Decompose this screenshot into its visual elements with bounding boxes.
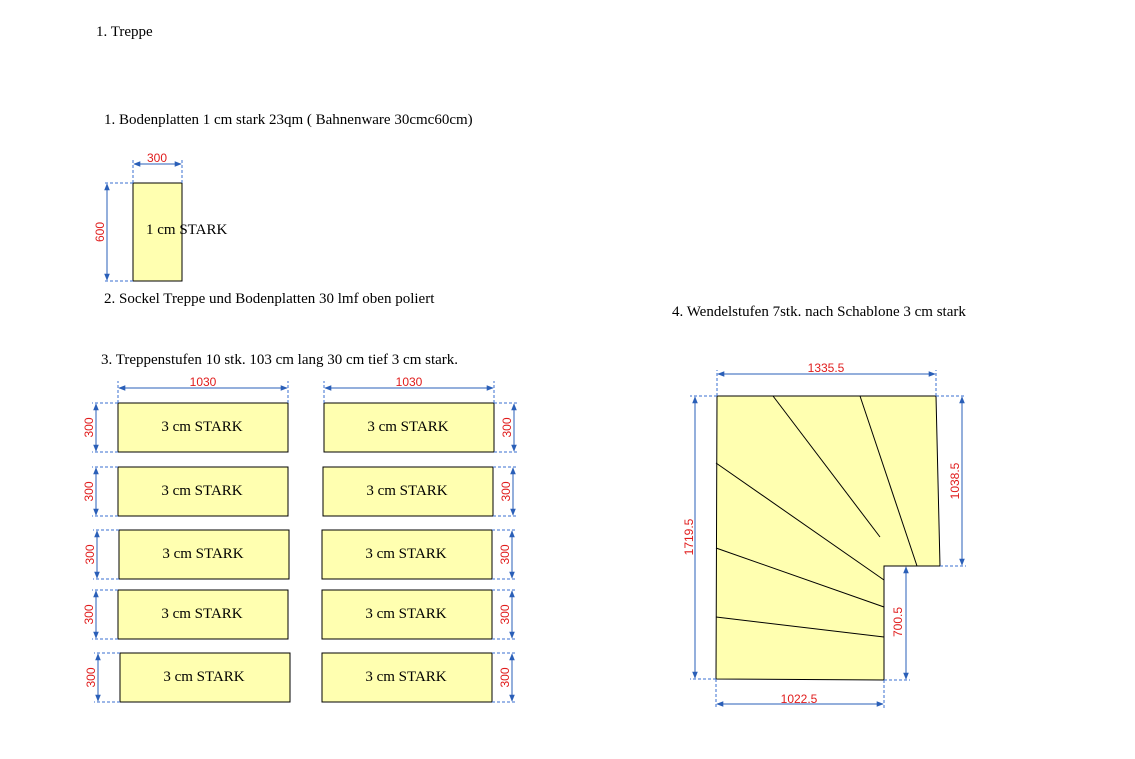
step-depth-dimension: 300 bbox=[84, 667, 98, 687]
step-depth-dimension: 300 bbox=[82, 417, 96, 437]
heading-treppe: 1. Treppe bbox=[96, 24, 153, 40]
step-label: 3 cm STARK bbox=[163, 669, 244, 685]
step-right-2: 3 cm STARK 300 bbox=[322, 466, 517, 517]
step-left-2: 3 cm STARK 300 bbox=[82, 466, 289, 517]
heading-treppenstufen: 3. Treppenstufen 10 stk. 103 cm lang 30 … bbox=[101, 352, 458, 368]
step-depth-dimension: 300 bbox=[82, 481, 96, 501]
step-plate bbox=[321, 529, 493, 580]
floor-tile bbox=[132, 182, 183, 282]
step-label: 3 cm STARK bbox=[161, 483, 242, 499]
heading-sockel: 2. Sockel Treppe und Bodenplatten 30 lmf… bbox=[104, 291, 435, 307]
step-depth-dimension: 300 bbox=[82, 604, 96, 624]
winder-step-line bbox=[859, 395, 918, 567]
step-depth-dimension: 300 bbox=[498, 667, 512, 687]
heading-bodenplatten: 1. Bodenplatten 1 cm stark 23qm ( Bahnen… bbox=[104, 112, 473, 128]
step-right-5: 3 cm STARK 300 bbox=[321, 652, 516, 703]
step-label: 3 cm STARK bbox=[365, 606, 446, 622]
step-label: 3 cm STARK bbox=[161, 606, 242, 622]
step-depth-dimension: 300 bbox=[83, 544, 97, 564]
step-plate bbox=[322, 466, 494, 517]
step-plate bbox=[117, 466, 289, 517]
floor-tile-label: 1 cm STARK bbox=[146, 222, 227, 238]
step-plate bbox=[117, 589, 289, 640]
step-right-1: 3 cm STARK 300 bbox=[323, 402, 518, 453]
step-label: 3 cm STARK bbox=[162, 546, 243, 562]
step-plate bbox=[118, 529, 290, 580]
step-depth-dimension: 300 bbox=[498, 544, 512, 564]
step-plate bbox=[323, 402, 495, 453]
winder-step-line bbox=[772, 395, 881, 538]
heading-wendelstufen: 4. Wendelstufen 7stk. nach Schablone 3 c… bbox=[672, 304, 966, 320]
winder-top-dimension: 1335.5 bbox=[808, 361, 845, 375]
step-plate bbox=[119, 652, 291, 703]
winder-steps-drawing: 1335.5 1719.5 1038.5 700.5 1022.5 bbox=[682, 361, 966, 708]
step-left-1: 3 cm STARK 300 bbox=[82, 402, 289, 453]
step-plate bbox=[117, 402, 289, 453]
winder-bottom-dimension: 1022.5 bbox=[781, 692, 818, 706]
step-depth-dimension: 300 bbox=[499, 481, 513, 501]
step-right-4: 3 cm STARK 300 bbox=[321, 589, 516, 640]
step-right-3: 3 cm STARK 300 bbox=[321, 529, 516, 580]
step-depth-dimension: 300 bbox=[498, 604, 512, 624]
winder-step-line bbox=[715, 462, 885, 581]
floor-tile-drawing: 1 cm STARK 300 600 bbox=[93, 151, 227, 282]
step-label: 3 cm STARK bbox=[161, 419, 242, 435]
winder-step-line bbox=[715, 616, 885, 638]
floor-tile-width-dimension: 300 bbox=[147, 151, 167, 165]
step-label: 3 cm STARK bbox=[367, 419, 448, 435]
step-length-dimension-right: 1030 bbox=[396, 375, 423, 389]
step-length-dimension-left: 1030 bbox=[190, 375, 217, 389]
step-plate bbox=[321, 652, 493, 703]
step-depth-dimension: 300 bbox=[500, 417, 514, 437]
step-label: 3 cm STARK bbox=[365, 669, 446, 685]
winder-right-upper-dimension: 1038.5 bbox=[948, 462, 962, 499]
step-plate bbox=[321, 589, 493, 640]
step-label: 3 cm STARK bbox=[366, 483, 447, 499]
floor-tile-height-dimension: 600 bbox=[93, 222, 107, 242]
winder-right-lower-dimension: 700.5 bbox=[891, 607, 905, 637]
step-label: 3 cm STARK bbox=[365, 546, 446, 562]
step-left-3: 3 cm STARK 300 bbox=[83, 529, 290, 580]
winder-left-dimension: 1719.5 bbox=[682, 518, 696, 555]
step-left-4: 3 cm STARK 300 bbox=[82, 589, 289, 640]
winder-step-line bbox=[715, 547, 885, 608]
step-left-5: 3 cm STARK 300 bbox=[84, 652, 291, 703]
